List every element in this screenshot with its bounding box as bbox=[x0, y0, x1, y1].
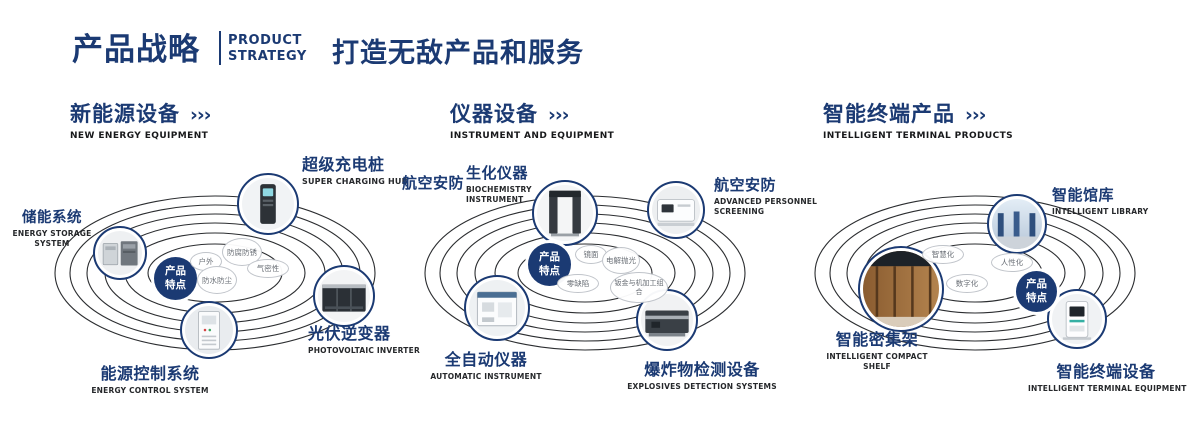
section-title-en: NEW ENERGY EQUIPMENT bbox=[70, 131, 209, 141]
badge-line1: 产品 bbox=[1026, 277, 1047, 290]
automatic-instrument-art bbox=[469, 280, 525, 336]
personnel-screening-image bbox=[647, 181, 705, 239]
label-super-charging-hub: 超级充电桩 SUPER CHARGING HUB bbox=[302, 151, 418, 187]
label-photovoltaic-inverter-en: PHOTOVOLTAIC INVERTER bbox=[308, 346, 420, 355]
label-photovoltaic-inverter: 光伏逆变器 PHOTOVOLTAIC INVERTER bbox=[308, 320, 424, 356]
label-intelligent-library: 智能馆库 INTELLIGENT LIBRARY bbox=[1052, 184, 1164, 217]
label-super-charging-hub-en: SUPER CHARGING HUB bbox=[302, 177, 408, 186]
label-energy-storage-en: ENERGY STORAGE SYSTEM bbox=[12, 229, 92, 248]
page-title-en-line2: STRATEGY bbox=[228, 48, 307, 64]
feature-bubble-sheetmetal-machining: 钣金与机加工组合 bbox=[610, 272, 668, 303]
section-title-intelligent-terminals: 智能终端产品 ››› INTELLIGENT TERMINAL PRODUCTS bbox=[823, 98, 1013, 141]
product-features-badge: 产品 特点 bbox=[154, 257, 197, 300]
label-personnel-screening: 航空安防 ADVANCED PERSONNEL SCREENING bbox=[714, 174, 818, 217]
label-compact-shelf-cn: 智能密集架 bbox=[835, 330, 919, 349]
label-automatic-instrument: 全自动仪器 AUTOMATIC INSTRUMENT bbox=[430, 346, 542, 382]
section-title-cn: 新能源设备 bbox=[70, 102, 180, 126]
label-terminal-equipment-cn: 智能终端设备 bbox=[1056, 362, 1156, 381]
super-charging-hub-image bbox=[237, 173, 299, 235]
label-biochemistry-en: BIOCHEMISTRY INSTRUMENT bbox=[466, 185, 532, 204]
section-title-cn: 仪器设备 bbox=[450, 102, 538, 126]
explosives-detection-art bbox=[641, 294, 693, 346]
feature-bubble-electropolish: 电解抛光 bbox=[602, 247, 640, 274]
label-energy-storage: 储能系统 ENERGY STORAGE SYSTEM bbox=[6, 206, 98, 249]
label-explosives-detection-cn: 爆炸物检测设备 bbox=[644, 360, 760, 379]
energy-control-image bbox=[180, 301, 238, 359]
section-title-cn: 智能终端产品 bbox=[823, 102, 955, 126]
title-divider bbox=[219, 31, 221, 65]
feature-bubble-waterproof: 防水防尘 bbox=[197, 266, 237, 294]
super-charging-hub-art bbox=[242, 178, 294, 230]
compact-shelf-art bbox=[863, 251, 939, 327]
label-biochemistry-cn: 生化仪器 bbox=[466, 164, 529, 182]
badge-line1: 产品 bbox=[165, 264, 186, 277]
security-gate-art bbox=[537, 185, 593, 241]
label-super-charging-hub-cn: 超级充电桩 bbox=[302, 155, 385, 174]
photovoltaic-inverter-image bbox=[313, 265, 375, 327]
badge-line2: 特点 bbox=[165, 278, 186, 291]
label-personnel-screening-cn: 航空安防 bbox=[714, 176, 777, 194]
photovoltaic-inverter-art bbox=[318, 270, 370, 322]
page-title: 产品战略 bbox=[72, 32, 200, 68]
page-title-en: PRODUCT STRATEGY bbox=[228, 33, 307, 64]
label-photovoltaic-inverter-cn: 光伏逆变器 bbox=[308, 324, 391, 343]
label-energy-control: 能源控制系统 ENERGY CONTROL SYSTEM bbox=[88, 360, 212, 396]
chevrons-icon: ››› bbox=[965, 104, 986, 126]
automatic-instrument-image bbox=[464, 275, 530, 341]
label-intelligent-library-cn: 智能馆库 bbox=[1052, 186, 1115, 204]
label-energy-control-en: ENERGY CONTROL SYSTEM bbox=[91, 386, 209, 395]
orbit-rings bbox=[814, 195, 1136, 351]
feature-bubble-humanized: 人性化 bbox=[991, 253, 1033, 272]
chevrons-icon: ››› bbox=[190, 104, 211, 126]
label-intelligent-library-en: INTELLIGENT LIBRARY bbox=[1052, 207, 1149, 216]
label-personnel-screening-en: ADVANCED PERSONNEL SCREENING bbox=[714, 197, 818, 216]
feature-bubble-airtight: 气密性 bbox=[247, 259, 289, 278]
intelligent-library-image bbox=[987, 194, 1047, 254]
label-explosives-detection: 爆炸物检测设备 EXPLOSIVES DETECTION SYSTEMS bbox=[626, 356, 778, 392]
label-compact-shelf: 智能密集架 INTELLIGENT COMPACT SHELF bbox=[824, 326, 930, 372]
label-aviation-security: 航空安防 bbox=[402, 174, 465, 192]
label-automatic-instrument-en: AUTOMATIC INSTRUMENT bbox=[430, 372, 542, 381]
badge-line2: 特点 bbox=[1026, 291, 1047, 304]
section-title-en: INSTRUMENT AND EQUIPMENT bbox=[450, 131, 615, 141]
energy-storage-image bbox=[93, 226, 147, 280]
terminal-kiosk-image bbox=[1047, 289, 1107, 349]
badge-line1: 产品 bbox=[539, 250, 560, 263]
personnel-screening-art bbox=[652, 186, 700, 234]
energy-storage-art bbox=[98, 231, 142, 275]
label-energy-control-cn: 能源控制系统 bbox=[100, 364, 200, 383]
feature-bubble-digital: 数字化 bbox=[946, 274, 988, 293]
product-features-badge: 产品 特点 bbox=[1016, 271, 1057, 312]
feature-bubble-zero-defect: 零缺陷 bbox=[557, 274, 599, 293]
section-title-instruments: 仪器设备 ››› INSTRUMENT AND EQUIPMENT bbox=[450, 98, 614, 141]
label-explosives-detection-en: EXPLOSIVES DETECTION SYSTEMS bbox=[627, 382, 777, 391]
label-automatic-instrument-cn: 全自动仪器 bbox=[444, 350, 528, 369]
intelligent-library-art bbox=[992, 199, 1042, 249]
explosives-detection-image bbox=[636, 289, 698, 351]
terminal-kiosk-art bbox=[1052, 294, 1102, 344]
energy-control-art bbox=[185, 306, 233, 354]
label-compact-shelf-en: INTELLIGENT COMPACT SHELF bbox=[826, 352, 928, 371]
chevrons-icon: ››› bbox=[548, 104, 569, 126]
label-biochemistry: 生化仪器 BIOCHEMISTRY INSTRUMENT bbox=[466, 162, 554, 205]
slogan: 打造无敌产品和服务 bbox=[332, 38, 584, 69]
label-terminal-equipment: 智能终端设备 INTELLIGENT TERMINAL EQUIPMENT bbox=[1028, 358, 1187, 394]
section-title-en: INTELLIGENT TERMINAL PRODUCTS bbox=[823, 131, 1013, 141]
label-energy-storage-cn: 储能系统 bbox=[22, 210, 82, 226]
security-gate-image bbox=[532, 180, 598, 246]
feature-bubble-smart: 智慧化 bbox=[922, 245, 964, 264]
section-title-new-energy: 新能源设备 ››› NEW ENERGY EQUIPMENT bbox=[70, 98, 211, 141]
badge-line2: 特点 bbox=[539, 264, 560, 277]
label-terminal-equipment-en: INTELLIGENT TERMINAL EQUIPMENT bbox=[1028, 384, 1187, 393]
page-title-en-line1: PRODUCT bbox=[228, 33, 302, 48]
